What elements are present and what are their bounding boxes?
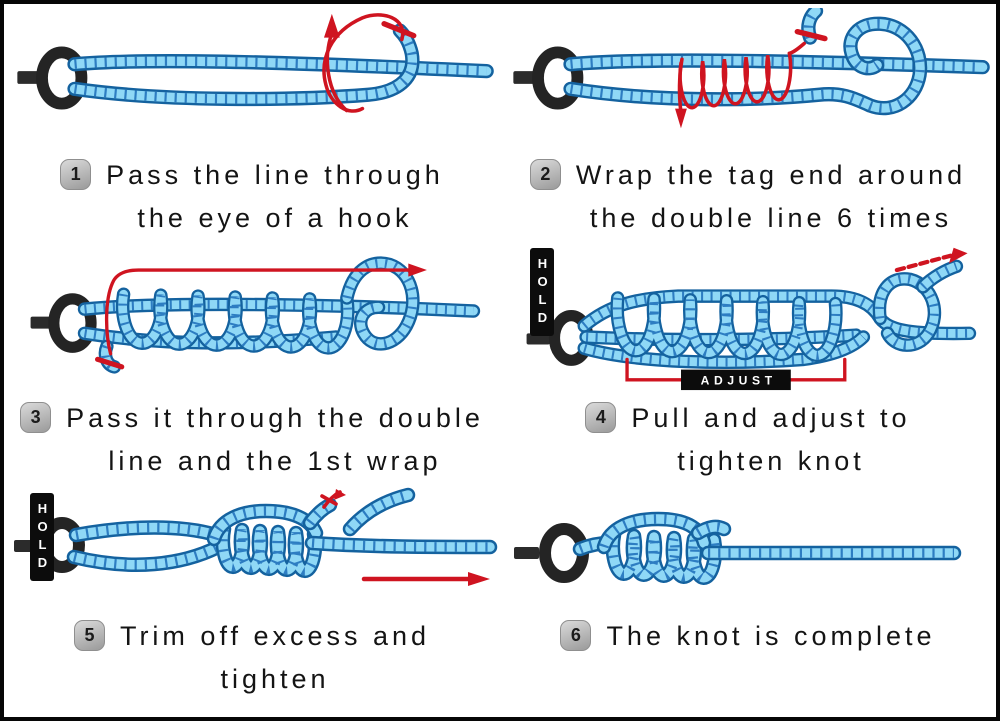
fishing-line-loop <box>67 23 420 107</box>
step-2-caption: 2 Wrap the tag end around the double lin… <box>500 154 996 240</box>
hook-eye <box>30 293 97 353</box>
cut-off-piece <box>342 487 416 537</box>
step-caption-line: tighten knot <box>677 446 865 476</box>
tag-end <box>302 497 338 531</box>
pull-direction-arrow <box>894 247 968 273</box>
step-number: 5 <box>84 625 95 645</box>
end-loop <box>872 272 942 352</box>
hook-eye <box>513 46 584 110</box>
step-4-illustration: ADJUST <box>526 247 977 391</box>
step-number-badge: 5 <box>73 620 105 651</box>
fishing-line-standing <box>67 54 494 79</box>
step-4-caption: 4 Pull and adjust to tighten knot <box>500 397 996 483</box>
step-5-illustration <box>14 487 498 586</box>
fishing-line-top <box>577 289 977 341</box>
step-1-panel: 1 Pass the line through the eye of a hoo… <box>4 4 500 240</box>
step-number: 6 <box>570 625 581 645</box>
step-caption-line: Wrap the tag end around <box>575 160 967 190</box>
step-caption-line: the eye of a hook <box>137 203 413 233</box>
hook-eye <box>514 523 589 583</box>
step-2-panel: 2 Wrap the tag end around the double lin… <box>500 4 996 240</box>
end-loop <box>340 256 420 351</box>
hold-label: HOLD <box>530 248 554 336</box>
step-number: 4 <box>595 407 606 427</box>
step-caption-line: line and the 1st wrap <box>108 446 442 476</box>
step-6-illustration <box>514 511 962 585</box>
step-number-badge: 2 <box>529 159 561 190</box>
step-3-illustration <box>30 256 481 374</box>
hold-label: HOLD <box>30 493 54 581</box>
pass-through-arrow <box>94 263 427 370</box>
step-number-badge: 4 <box>585 402 617 433</box>
fishing-line-top <box>68 520 224 543</box>
adjust-label: ADJUST <box>701 373 777 387</box>
step-3-panel: 3 Pass it through the double line and th… <box>4 240 500 483</box>
step-caption-line: The knot is complete <box>606 621 936 651</box>
hook-eye <box>17 46 88 110</box>
fishing-line-bottom <box>66 539 226 572</box>
step-caption-line: Pass the line through <box>106 160 444 190</box>
step-caption-line: Pull and adjust to <box>631 403 911 433</box>
wrap-coils <box>610 291 843 363</box>
step-5-panel: HOLD <box>4 483 500 717</box>
adjust-bracket: ADJUST <box>625 357 847 391</box>
fishing-line-standing <box>304 535 498 555</box>
step-number: 3 <box>30 407 41 427</box>
wrap-coils <box>115 287 355 355</box>
step-number-badge: 6 <box>560 620 592 651</box>
step-4-panel: HOLD <box>500 240 996 483</box>
step-caption-line: the double line 6 times <box>589 203 953 233</box>
step-number: 1 <box>70 164 81 184</box>
knot-coils <box>605 527 723 585</box>
step-caption-line: Trim off excess and <box>119 621 431 651</box>
step-5-caption: 5 Trim off excess and tighten <box>4 615 500 701</box>
step-6-panel: 6 The knot is complete <box>500 483 996 717</box>
step-6-caption: 6 The knot is complete <box>500 615 996 658</box>
wrap-direction-arrow <box>322 13 417 113</box>
fishing-line-standing <box>563 53 990 75</box>
tag-end <box>690 519 732 541</box>
step-caption-line: tighten <box>220 664 330 694</box>
trim-cut-mark <box>320 489 346 509</box>
step-number-badge: 3 <box>20 402 52 433</box>
step-1-caption: 1 Pass the line through the eye of a hoo… <box>4 154 500 240</box>
step-caption-line: Pass it through the double <box>66 403 484 433</box>
fishing-line-bottom <box>577 330 871 370</box>
fishing-line-loop <box>563 16 928 116</box>
step-3-caption: 3 Pass it through the double line and th… <box>4 397 500 483</box>
pull-direction-arrow <box>361 572 490 586</box>
step-number-badge: 1 <box>60 159 92 190</box>
step-number: 2 <box>540 164 551 184</box>
knot-coils <box>215 521 323 579</box>
step-1-illustration <box>17 13 494 113</box>
step-2-illustration <box>513 8 990 129</box>
tag-end <box>916 259 964 294</box>
wrap-coil-arrow <box>675 28 828 129</box>
